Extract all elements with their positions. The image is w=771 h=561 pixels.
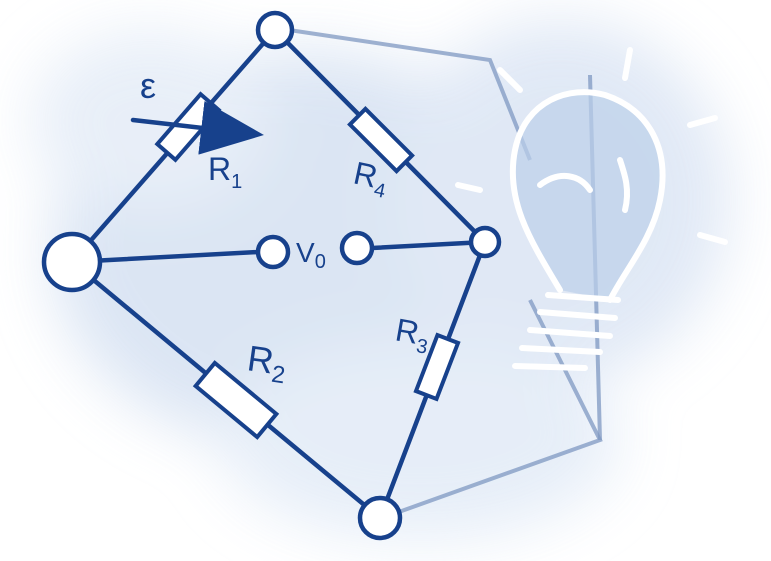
background-haze [30, 20, 730, 540]
v0-terminal-right [339, 230, 375, 266]
resistor-r4 [347, 106, 415, 174]
node-top [255, 10, 295, 50]
label-r1: R1 [208, 151, 242, 193]
resistor-r2 [192, 360, 280, 440]
node-right [468, 225, 502, 259]
node-left [41, 231, 103, 293]
node-bottom [357, 495, 403, 541]
arrow-icon [130, 101, 264, 155]
v0-terminal-left [255, 234, 291, 270]
label-v0: V0 [296, 237, 326, 273]
label-epsilon: ε [140, 65, 156, 106]
label-r3: R3 [392, 311, 433, 358]
resistor-r3 [413, 332, 461, 402]
label-r2: R2 [244, 337, 290, 389]
light-bulb-icon [455, 47, 728, 371]
